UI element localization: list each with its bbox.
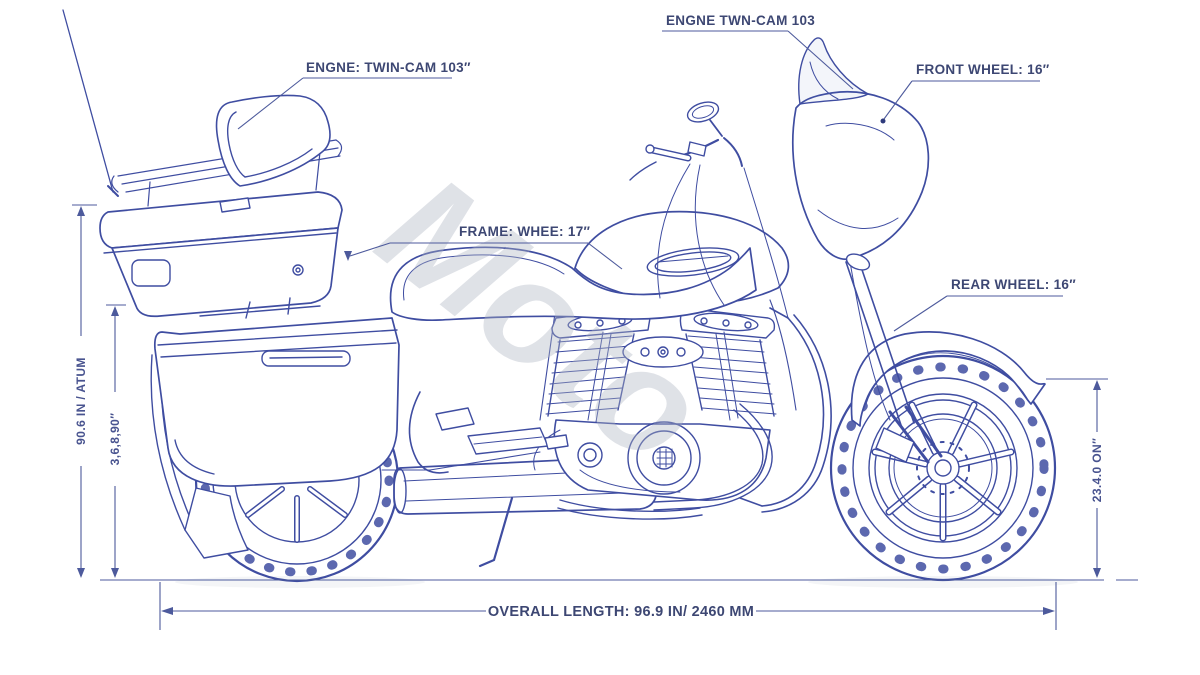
dim-overall-length bbox=[159, 582, 1057, 630]
label-height-left-inner: 3,6,8,90″ bbox=[108, 413, 122, 466]
ground-shadows bbox=[175, 576, 1078, 588]
tour-pack bbox=[99, 191, 343, 319]
annotation-text: ENGNE: TWIN-CAM 103″ ENGNE TWN-CAM 103 F… bbox=[74, 13, 1104, 620]
engine-guard bbox=[739, 307, 832, 513]
antenna bbox=[62, 9, 119, 197]
dim-height-left-outer bbox=[72, 204, 97, 578]
label-frame-wheel: FRAME: WHEE: 17″ bbox=[459, 224, 591, 239]
front-fork bbox=[845, 257, 943, 464]
callout-front-wheel bbox=[880, 80, 1040, 124]
engine bbox=[533, 307, 777, 511]
motorcycle-drawing bbox=[62, 9, 1057, 583]
label-engine-right: ENGNE TWN-CAM 103 bbox=[666, 13, 815, 28]
label-rear-wheel: REAR WHEEL: 16″ bbox=[951, 277, 1076, 292]
annotations bbox=[72, 30, 1138, 630]
cables bbox=[657, 163, 789, 319]
backrest bbox=[215, 94, 331, 187]
fairing bbox=[791, 37, 930, 271]
callout-rear-wheel bbox=[893, 295, 1063, 332]
kickstand bbox=[478, 496, 514, 568]
mirror bbox=[686, 101, 720, 123]
label-front-wheel: FRONT WHEEL: 16″ bbox=[916, 62, 1050, 77]
label-height-left-outer: 90.6 IN / ATUM bbox=[74, 357, 88, 445]
dim-height-left-inner bbox=[106, 304, 126, 578]
label-height-right: 23.4.0 ON″ bbox=[1090, 438, 1104, 502]
front-wheel bbox=[829, 354, 1057, 582]
saddlebag bbox=[153, 317, 400, 487]
callout-engine-left bbox=[237, 77, 452, 130]
label-engine-left: ENGNE: TWIN-CAM 103″ bbox=[306, 60, 471, 75]
dim-height-right bbox=[1046, 378, 1108, 578]
brake-caliper bbox=[875, 427, 915, 463]
floorboard bbox=[435, 407, 569, 568]
headlamp bbox=[845, 253, 871, 271]
brake-lever bbox=[629, 161, 657, 181]
callout-engine-right bbox=[662, 30, 854, 90]
handlebar bbox=[629, 101, 743, 181]
callout-frame-wheel bbox=[344, 242, 623, 270]
seat bbox=[389, 246, 757, 322]
front-fender bbox=[850, 331, 1046, 427]
label-overall-length: OVERALL LENGTH: 96.9 IN/ 2460 MM bbox=[488, 604, 754, 620]
